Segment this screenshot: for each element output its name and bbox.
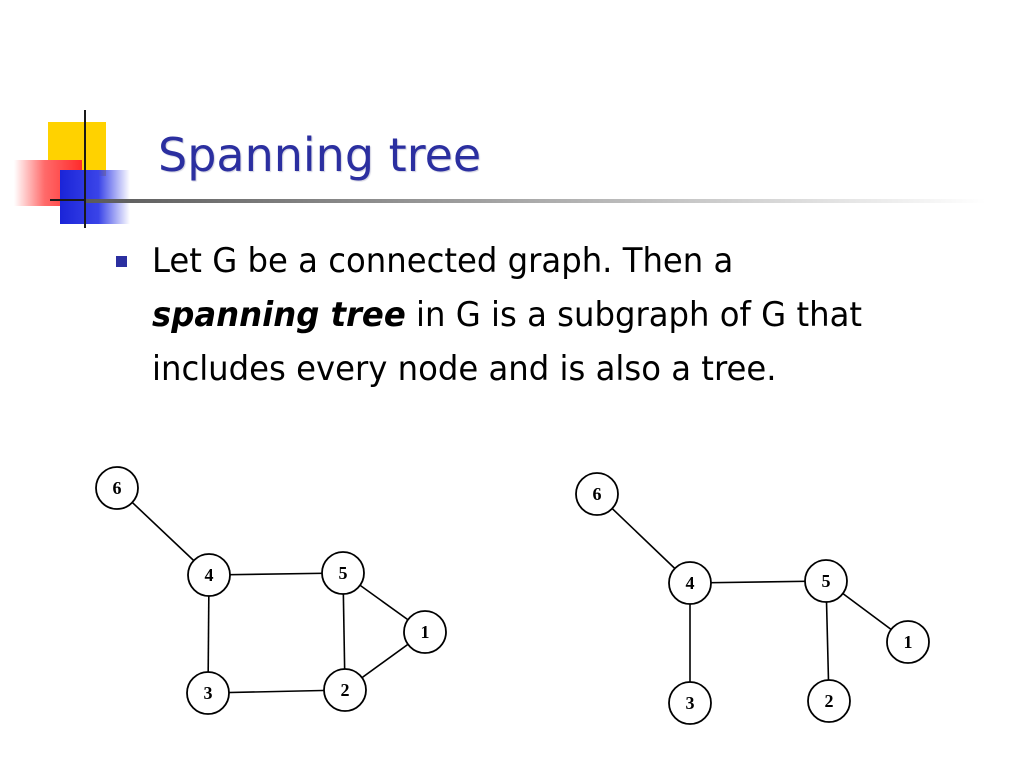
spanning-tree-node-2 bbox=[807, 679, 851, 723]
spanning-tree-node-label-2: 2 bbox=[825, 691, 834, 711]
spanning-tree-node-label-3: 3 bbox=[686, 693, 695, 713]
title-underline-rule bbox=[86, 199, 986, 203]
graph-g-node-5 bbox=[321, 551, 365, 595]
graph-g-node-1 bbox=[403, 610, 447, 654]
logo-vertical-line bbox=[84, 110, 86, 228]
slide-title: Spanning tree bbox=[158, 128, 482, 182]
spanning-tree-node-3 bbox=[668, 681, 712, 725]
graph-g-edge-4-5 bbox=[208, 572, 344, 576]
logo-blue-square bbox=[60, 170, 130, 224]
spanning-tree: 6 4 5 1 3 2 bbox=[575, 472, 930, 725]
graph-g-node-label-4: 4 bbox=[205, 565, 214, 585]
spanning-tree-node-label-1: 1 bbox=[904, 632, 913, 652]
spanning-tree-node-label-4: 4 bbox=[686, 573, 695, 593]
graph-g-node-label-6: 6 bbox=[113, 478, 122, 498]
bullet-text-line1: Let G be a connected graph. Then a bbox=[152, 241, 734, 281]
spanning-tree-node-6 bbox=[575, 472, 619, 516]
spanning-tree-node-label-5: 5 bbox=[822, 571, 831, 591]
graph-g: 6 4 5 1 3 2 bbox=[95, 466, 447, 715]
graph-g-node-3 bbox=[186, 671, 230, 715]
bullet-square-icon bbox=[116, 256, 127, 267]
graph-g-node-4 bbox=[187, 553, 231, 597]
spanning-tree-edge-4-5 bbox=[689, 580, 827, 584]
bullet-text: Let G be a connected graph. Then a spanni… bbox=[152, 234, 931, 396]
graph-g-node-label-2: 2 bbox=[341, 680, 350, 700]
graph-g-node-label-3: 3 bbox=[204, 683, 213, 703]
bullet-text-rest: in G is a subgraph of G that includes ev… bbox=[152, 295, 863, 389]
graph-g-node-6 bbox=[95, 466, 139, 510]
graph-g-node-label-5: 5 bbox=[339, 563, 348, 583]
bullet-text-emphasis: spanning tree bbox=[152, 295, 406, 335]
graph-g-node-label-1: 1 bbox=[421, 622, 430, 642]
spanning-tree-node-label-6: 6 bbox=[593, 484, 602, 504]
spanning-tree-node-5 bbox=[804, 559, 848, 603]
spanning-tree-node-1 bbox=[886, 620, 930, 664]
spanning-tree-node-4 bbox=[668, 561, 712, 605]
graph-g-node-2 bbox=[323, 668, 367, 712]
graph-g-edge-3-2 bbox=[207, 689, 346, 694]
logo-horizontal-line bbox=[50, 199, 120, 201]
